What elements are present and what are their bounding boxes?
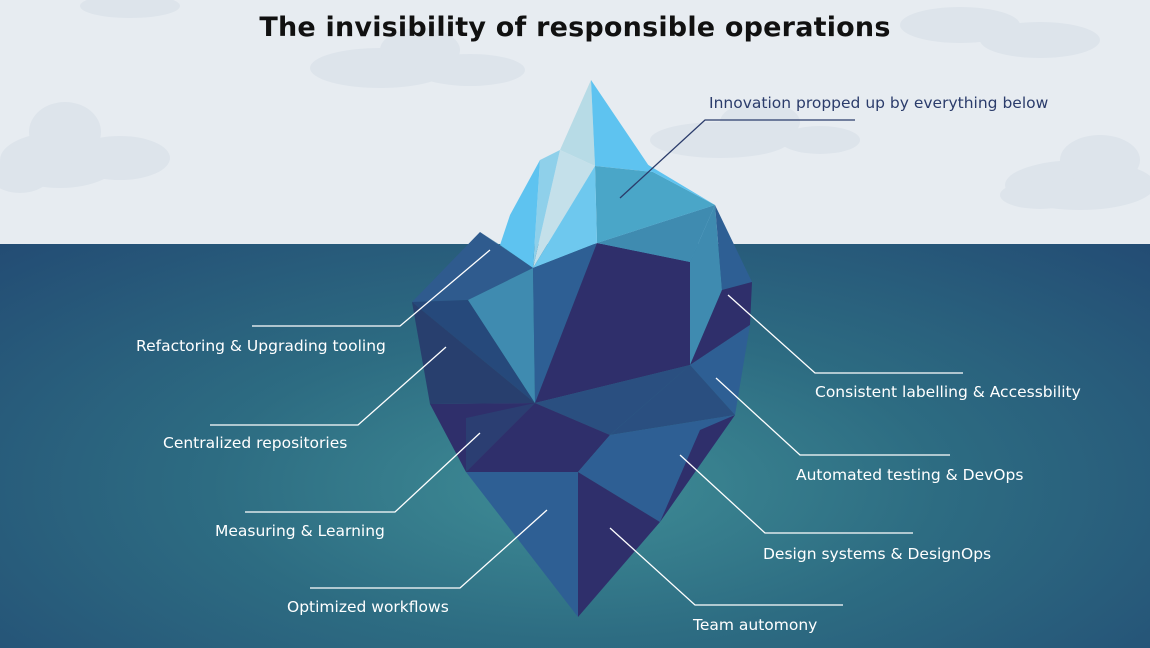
leader-line-testing <box>715 377 950 456</box>
leader-line-measuring <box>245 432 481 513</box>
label-centralized: Centralized repositories <box>163 434 348 452</box>
cloud-icon <box>900 7 1100 58</box>
cloud-icon <box>310 28 525 88</box>
label-measuring: Measuring & Learning <box>215 522 385 540</box>
label-team: Team automony <box>693 616 818 634</box>
label-refactoring: Refactoring & Upgrading tooling <box>136 337 386 355</box>
cloud-icon <box>1000 135 1150 210</box>
leader-line-innovation <box>619 119 855 199</box>
leader-line-centralized <box>210 346 447 426</box>
leader-line-optimized <box>310 509 548 589</box>
page-title: The invisibility of responsible operatio… <box>259 12 891 43</box>
leader-line-refactoring <box>252 249 491 327</box>
leader-line-design-systems <box>679 454 913 534</box>
cloud-icon <box>0 102 170 193</box>
leader-line-labelling <box>727 294 963 374</box>
cloud-icon <box>80 0 180 18</box>
cloud-icon <box>650 102 860 158</box>
label-design-systems: Design systems & DesignOps <box>763 545 992 563</box>
label-innovation: Innovation propped up by everything belo… <box>709 94 1049 112</box>
label-labelling: Consistent labelling & Accessbility <box>815 383 1081 401</box>
label-optimized: Optimized workflows <box>287 598 449 616</box>
label-testing: Automated testing & DevOps <box>796 466 1024 484</box>
leader-line-team <box>609 527 843 606</box>
